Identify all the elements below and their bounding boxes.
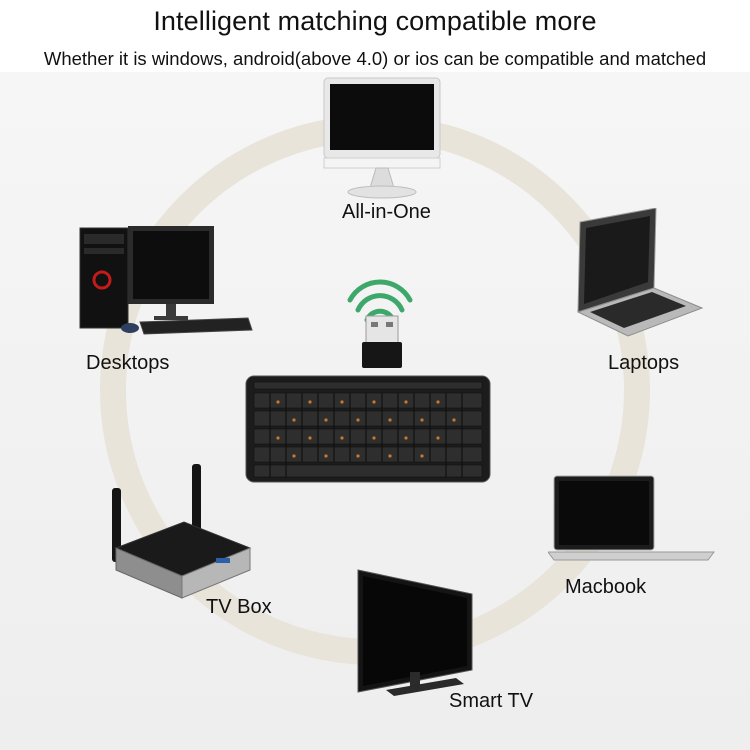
label-tv-box: TV Box bbox=[206, 596, 272, 618]
label-all-in-one: All-in-One bbox=[342, 201, 431, 223]
smart-tv-image bbox=[357, 569, 473, 696]
label-desktops: Desktops bbox=[86, 352, 170, 374]
label-laptops: Laptops bbox=[608, 352, 680, 374]
all-in-one-image bbox=[323, 77, 441, 199]
macbook-image bbox=[548, 475, 715, 561]
usb-receiver-image bbox=[347, 279, 413, 368]
desktop-pc-image bbox=[79, 226, 253, 335]
page-title: Intelligent matching compatible more bbox=[153, 6, 597, 36]
laptop-image bbox=[576, 208, 704, 337]
wireless-keyboard-image bbox=[245, 375, 491, 483]
label-smart-tv: Smart TV bbox=[449, 690, 534, 712]
tv-box-image bbox=[112, 464, 252, 599]
device-scene: All-in-One Desktops Laptops bbox=[0, 72, 750, 750]
page-subtitle: Whether it is windows, android(above 4.0… bbox=[43, 48, 707, 69]
label-macbook: Macbook bbox=[565, 576, 647, 598]
